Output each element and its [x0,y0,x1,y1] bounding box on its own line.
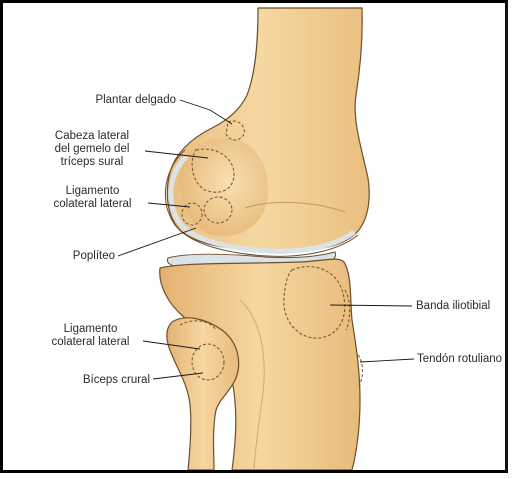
figure-frame [0,0,508,473]
